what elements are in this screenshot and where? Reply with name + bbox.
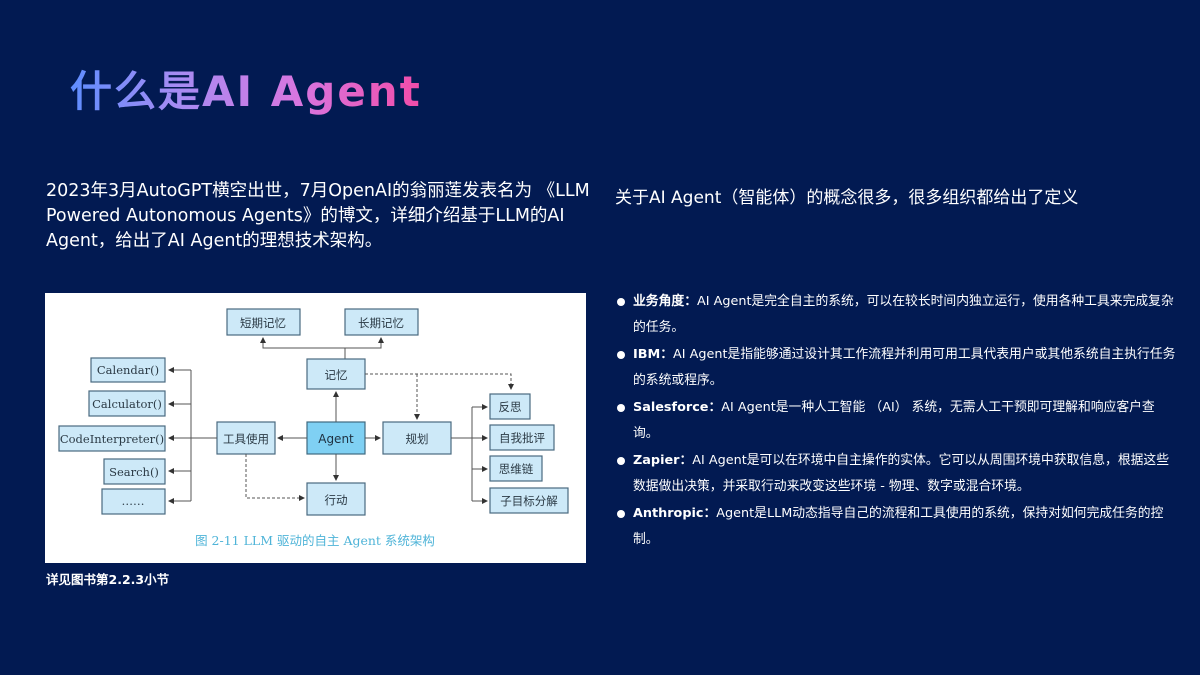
- svg-text:行动: 行动: [325, 493, 348, 507]
- svg-text:长期记忆: 长期记忆: [358, 316, 404, 330]
- svg-text:短期记忆: 短期记忆: [240, 316, 286, 330]
- svg-text:工具使用: 工具使用: [223, 432, 269, 446]
- definition-text: AI Agent是可以在环境中自主操作的实体。它可以从周围环境中获取信息，根据这…: [633, 453, 1170, 494]
- svg-text:Calculator(): Calculator(): [92, 397, 162, 411]
- definition-text: AI Agent是一种人工智能 （AI） 系统，无需人工干预即可理解和响应客户查…: [633, 400, 1155, 441]
- svg-text:Search(): Search(): [109, 465, 159, 479]
- slide-title: 什么是AI Agent: [70, 64, 422, 120]
- code-interpreter-node: CodeInterpreter(): [58, 425, 166, 452]
- definition-source: Anthropic：: [633, 506, 717, 521]
- definition-source: 业务角度：: [633, 294, 697, 309]
- svg-text:CodeInterpreter(): CodeInterpreter(): [60, 432, 164, 446]
- calculator-node: Calculator(): [88, 390, 166, 417]
- definition-item: Anthropic：Agent是LLM动态指导自己的流程和工具使用的系统，保持对…: [617, 501, 1177, 553]
- definition-source: Salesforce：: [633, 400, 722, 415]
- bullet-icon: [617, 404, 625, 412]
- svg-text:规划: 规划: [406, 432, 429, 446]
- svg-text:记忆: 记忆: [325, 368, 348, 382]
- self-critique-node: 自我批评: [489, 424, 555, 451]
- tools-node: 工具使用: [216, 421, 276, 455]
- definition-item: IBM：AI Agent是指能够通过设计其工作流程并利用可用工具代表用户或其他系…: [617, 342, 1177, 394]
- book-reference-note: 详见图书第2.2.3小节: [46, 572, 170, 587]
- planning-node: 规划: [382, 421, 452, 455]
- memory-node: 记忆: [306, 358, 366, 390]
- definition-source: Zapier：: [633, 453, 693, 468]
- definition-item: Zapier：AI Agent是可以在环境中自主操作的实体。它可以从周围环境中获…: [617, 448, 1177, 500]
- definition-item: 业务角度：AI Agent是完全自主的系统，可以在较长时间内独立运行，使用各种工…: [617, 289, 1177, 341]
- definition-source: IBM：: [633, 347, 674, 362]
- action-node: 行动: [306, 482, 366, 516]
- bullet-icon: [617, 510, 625, 518]
- definitions-heading: 关于AI Agent（智能体）的概念很多，很多组织都给出了定义: [615, 188, 1079, 208]
- reflection-node: 反思: [489, 393, 531, 420]
- definition-text: Agent是LLM动态指导自己的流程和工具使用的系统，保持对如何完成任务的控制。: [633, 506, 1164, 547]
- svg-text:思维链: 思维链: [499, 462, 534, 476]
- svg-text:……: ……: [122, 494, 145, 508]
- agent-architecture-diagram: 短期记忆 长期记忆 记忆 Agent 规划: [45, 293, 586, 563]
- svg-text:Agent: Agent: [318, 432, 354, 446]
- intro-paragraph: 2023年3月AutoGPT横空出世，7月OpenAI的翁丽莲发表名为 《LLM…: [46, 181, 590, 251]
- long-memory-node: 长期记忆: [344, 308, 419, 336]
- svg-text:反思: 反思: [499, 400, 522, 414]
- svg-text:自我批评: 自我批评: [499, 431, 545, 445]
- chain-of-thought-node: 思维链: [489, 455, 543, 482]
- search-node: Search(): [103, 458, 166, 485]
- subgoal-node: 子目标分解: [489, 487, 569, 514]
- short-memory-node: 短期记忆: [226, 308, 301, 336]
- bullet-icon: [617, 351, 625, 359]
- bullet-icon: [617, 298, 625, 306]
- bullet-icon: [617, 457, 625, 465]
- svg-text:子目标分解: 子目标分解: [500, 494, 558, 508]
- definition-item: Salesforce：AI Agent是一种人工智能 （AI） 系统，无需人工干…: [617, 395, 1177, 447]
- agent-node: Agent: [306, 421, 366, 455]
- definitions-list: 业务角度：AI Agent是完全自主的系统，可以在较长时间内独立运行，使用各种工…: [617, 289, 1177, 554]
- calendar-node: Calendar(): [90, 357, 166, 383]
- definition-text: AI Agent是指能够通过设计其工作流程并利用可用工具代表用户或其他系统自主执…: [633, 347, 1176, 388]
- svg-text:Calendar(): Calendar(): [97, 363, 159, 377]
- definition-text: AI Agent是完全自主的系统，可以在较长时间内独立运行，使用各种工具来完成复…: [633, 294, 1174, 335]
- more-tools-node: ……: [101, 488, 166, 515]
- diagram-caption: 图 2-11 LLM 驱动的自主 Agent 系统架构: [195, 533, 435, 548]
